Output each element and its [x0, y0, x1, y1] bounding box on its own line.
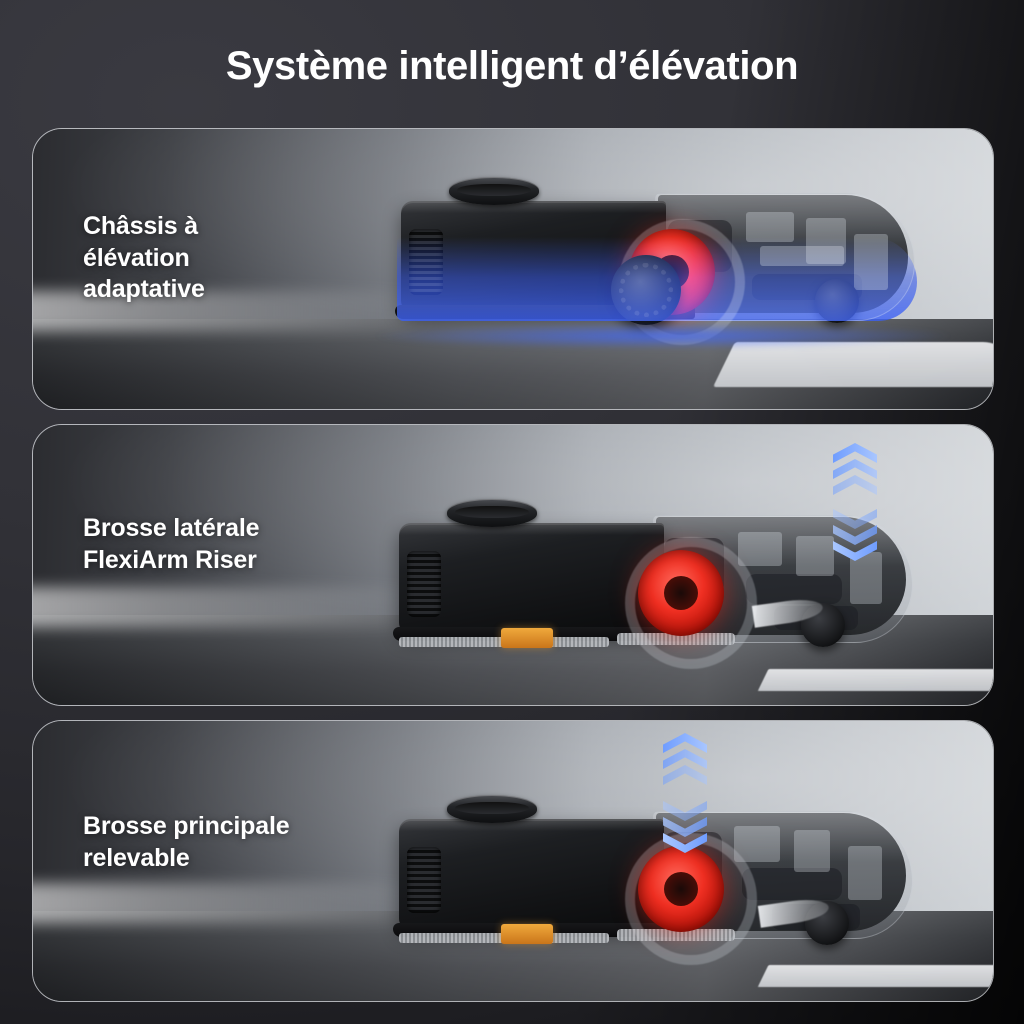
light-beam: [33, 291, 437, 331]
robot-main-shell: [399, 819, 664, 929]
light-beam: [33, 883, 437, 923]
robot-vacuum-side-view: [373, 163, 953, 353]
caster-wheel: [815, 279, 859, 323]
feature-panel-side-brush: Brosse latérale FlexiArm Riser: [32, 424, 994, 706]
xray-part: [796, 536, 834, 576]
carpet-edge: [757, 668, 993, 691]
side-brush-arrows-up: [833, 443, 877, 495]
lidar-turret: [447, 499, 537, 527]
side-brush-hub: [638, 550, 724, 636]
xray-part: [746, 212, 794, 242]
xray-part: [742, 868, 842, 900]
robot-vacuum-side-view: [381, 485, 926, 669]
xray-part: [738, 532, 782, 566]
side-brush-arrows-down: [833, 513, 877, 557]
light-beam: [33, 587, 437, 627]
carpet-edge: [757, 964, 993, 987]
side-brush-ring: [625, 537, 757, 669]
feature-panel-main-brush: Brosse principale relevable: [32, 720, 994, 1002]
drive-wheel: [611, 255, 681, 325]
robot-main-shell: [399, 523, 664, 633]
lidar-turret: [447, 795, 537, 823]
sensor-window: [501, 924, 553, 944]
exhaust-vent-grille: [407, 551, 441, 617]
xray-part: [746, 574, 842, 604]
exhaust-vent-grille: [409, 229, 443, 295]
xray-part: [794, 830, 830, 872]
panel-label-main-brush: Brosse principale relevable: [83, 812, 290, 872]
lidar-turret: [449, 177, 539, 205]
main-brush-arrows-up: [663, 733, 707, 785]
main-brush-ring: [625, 833, 757, 965]
panel-label-chassis: Châssis à élévation adaptative: [83, 212, 205, 303]
main-brush-arrows-down: [663, 805, 707, 849]
sensor-window: [501, 628, 553, 648]
blue-floor-glow: [373, 323, 953, 349]
page-title: Système intelligent d’élévation: [225, 44, 799, 88]
robot-vacuum-side-view: [381, 781, 926, 965]
feature-panel-chassis: Châssis à élévation adaptative: [32, 128, 994, 410]
xray-part: [806, 218, 846, 264]
xray-part: [848, 846, 882, 900]
main-brush-hub: [638, 846, 724, 932]
exhaust-vent-grille: [407, 847, 441, 913]
xray-part: [854, 234, 888, 290]
panel-label-side-brush: Brosse latérale FlexiArm Riser: [83, 514, 260, 574]
